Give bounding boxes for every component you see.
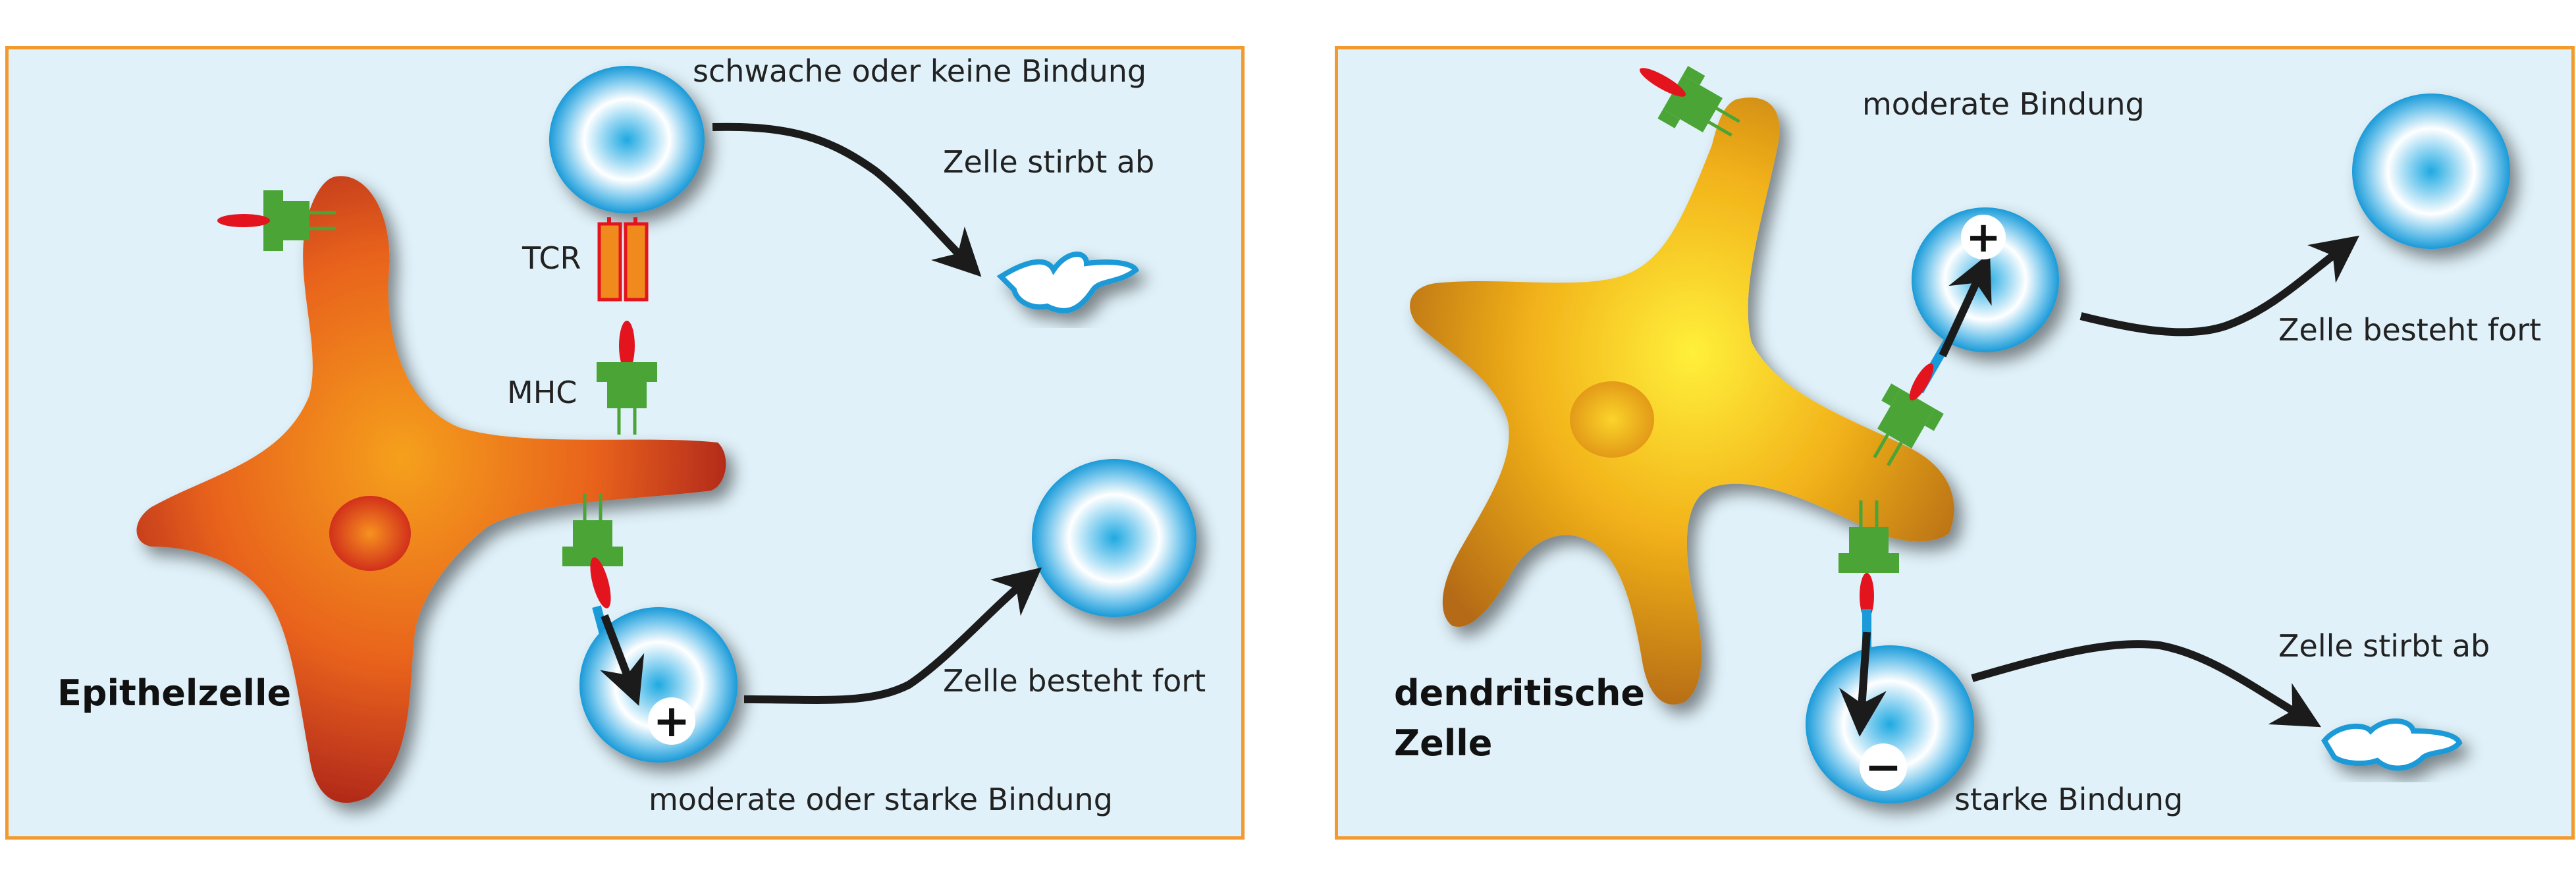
label-strong-binding: starke Bindung: [1954, 782, 2184, 817]
t-cell-survives-left: [1032, 459, 1196, 617]
signal-arrow: [1939, 252, 1992, 358]
peptide-icon: [590, 557, 611, 608]
peptide-icon: [217, 214, 270, 227]
plus-badge: [648, 697, 695, 745]
label-cell-survives-right: Zelle besteht fort: [2278, 312, 2542, 348]
fate-arrow-survives: [743, 567, 1042, 704]
peptide-icon: [619, 321, 635, 371]
plus-sign: +: [653, 695, 691, 747]
fate-arrow-survives-right: [2080, 235, 2360, 336]
fate-arrow-dies-right: [1971, 640, 2322, 728]
label-cell-dies-left: Zelle stirbt ab: [943, 144, 1155, 180]
minus-sign: −: [1865, 741, 1902, 793]
label-cell-dies-right: Zelle stirbt ab: [2278, 628, 2490, 664]
t-cell-bottom-right: [1806, 645, 1974, 803]
t-cell-top-left: [549, 66, 705, 213]
mhc-icon: [597, 362, 657, 435]
label-tcr: TCR: [522, 240, 581, 276]
label-weak-binding: schwache oder keine Bindung: [693, 53, 1147, 89]
t-cell-survives-right: [2352, 94, 2510, 249]
plus-sign: +: [1966, 213, 2001, 262]
signal-arrow: [1839, 632, 1887, 737]
peptide-icon: [1909, 363, 1934, 401]
label-dendritic-line2: Zelle: [1394, 722, 1493, 764]
dendritic-nucleus: [1570, 381, 1654, 458]
dendritic-cell: [1410, 97, 1954, 705]
peptide-icon: [1640, 68, 1686, 97]
signal-arrow: [599, 614, 645, 706]
minus-badge: [1860, 743, 1907, 791]
epithelial-cell: [136, 176, 726, 803]
tcr-receptor: [597, 217, 649, 302]
epithelial-nucleus: [329, 496, 411, 571]
peptide-icon: [1860, 573, 1874, 619]
dead-cell-icon-left: [996, 252, 1140, 313]
label-cell-survives-left: Zelle besteht fort: [943, 663, 1206, 699]
mhc-with-peptide-epithelial-bottom: [562, 494, 623, 566]
label-moderate-binding: moderate Bindung: [1862, 86, 2145, 122]
label-mhc: MHC: [507, 375, 577, 410]
label-epithelial-cell: Epithelzelle: [57, 672, 292, 714]
label-moderate-strong-binding: moderate oder starke Bindung: [649, 782, 1113, 817]
plus-badge: [1961, 215, 2006, 259]
fate-arrow-dies: [712, 122, 982, 277]
dead-cell-icon-right: [2321, 718, 2463, 771]
label-dendritic-line1: dendritische: [1394, 672, 1646, 714]
